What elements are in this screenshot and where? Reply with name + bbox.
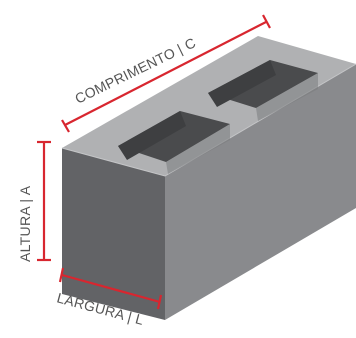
block-side-face (165, 64, 356, 320)
cavity-front (118, 111, 230, 174)
height-label: ALTURA | A (17, 185, 33, 262)
height-dimension: ALTURA | A (17, 140, 51, 262)
cavity-rear (208, 60, 318, 121)
concrete-block-icon (61, 36, 356, 320)
block-front-face (62, 148, 165, 320)
